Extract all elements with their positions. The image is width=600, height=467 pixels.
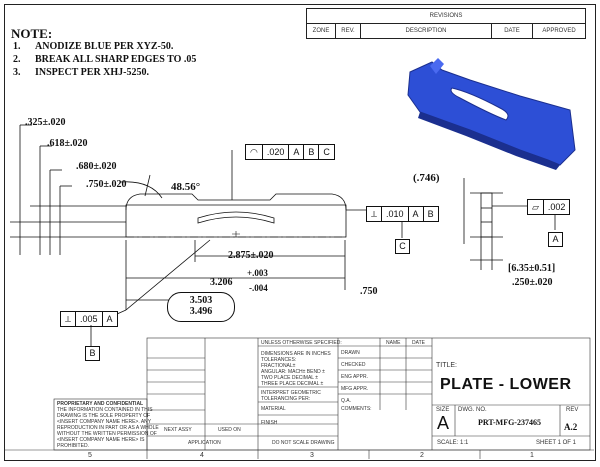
fcf-datum-ref: C (323, 147, 330, 157)
revisions-table: REVISIONS ZONE REV. DESCRIPTION DATE APP… (306, 8, 586, 39)
dim-3496: 3.496 (189, 306, 213, 317)
tolerancing-per: TOLERANCING PER: (261, 396, 311, 402)
dim-250: .250±.020 (512, 277, 553, 288)
tolerances-label: TOLERANCES: (261, 357, 297, 363)
dim-635: [6.35±0.51] (508, 263, 556, 274)
profile-icon: ◠ (246, 145, 263, 159)
zone-label: 1 (530, 452, 534, 459)
revisions-col-description: DESCRIPTION (360, 23, 492, 39)
zone-label: 4 (200, 452, 204, 459)
application-label: APPLICATION (188, 440, 221, 446)
perpendicularity-icon: ⟂ (367, 207, 383, 221)
dim-680: .680±.020 (76, 161, 117, 172)
front-view-slot (197, 211, 275, 224)
note-item: 3.INSPECT PER XHJ-5250. (13, 67, 149, 78)
used-on-label: USED ON (218, 427, 241, 433)
fcf-tolerance: .005 (76, 312, 103, 326)
dim-3503: 3.503 (189, 295, 213, 306)
revisions-col-approved: APPROVED (532, 23, 586, 39)
datum-b: B (85, 346, 100, 361)
proprietary-line: DRAWING IS THE SOLE PROPERTY OF (57, 413, 151, 419)
angular-tol: ANGULAR: MACH± BEND ± (261, 369, 325, 375)
next-assy-label: NEXT ASSY (164, 427, 192, 433)
fcf-profile: ◠ .020 A B C (245, 144, 335, 160)
datum-c: C (395, 239, 410, 254)
proprietary-line: REPRODUCTION IN PART OR AS A WHOLE (57, 425, 159, 431)
title-label: TITLE: (436, 362, 458, 369)
fcf-tolerance: .010 (382, 207, 409, 221)
proprietary-line: <INSERT COMPANY NAME HERE> IS (57, 437, 145, 443)
zone-label: 2 (420, 452, 424, 459)
dim-750: .750 (360, 286, 378, 297)
size-value: A (437, 413, 450, 433)
fcf-tolerance: .002 (547, 202, 566, 212)
iso-view-part (407, 58, 576, 170)
col-name: NAME (386, 340, 401, 346)
note-item: 1.ANODIZE BLUE PER XYZ-50. (13, 41, 174, 52)
flatness-icon: ▱ (528, 200, 544, 214)
front-view-outline (125, 193, 347, 211)
dim-2875: 2.875±.020 (228, 250, 274, 261)
fcf-perpendicularity-1: ⟂ .010 A B (366, 206, 439, 222)
col-date: DATE (412, 340, 425, 346)
drawing-sheet-border (4, 4, 596, 461)
dim-3206-plus: +.003 (247, 268, 268, 278)
three-place-tol: THREE PLACE DECIMAL ± (261, 381, 324, 387)
fcf-flatness: ▱ .002 (527, 199, 571, 215)
size-label: SIZE (436, 407, 450, 413)
limit-dim-box: 3.503 3.496 (167, 292, 235, 322)
dim-3206-minus: -.004 (249, 283, 268, 293)
drawn-label: DRAWN (341, 350, 360, 356)
fcf-perpendicularity-2: ⟂ .005 A (60, 311, 118, 327)
proprietary-title: PROPRIETARY AND CONFIDENTIAL (57, 401, 144, 407)
notes-title: NOTE: (11, 26, 53, 41)
proprietary-line: <INSERT COMPANY NAME HERE>. ANY (57, 419, 152, 425)
datum-a: A (548, 232, 563, 247)
two-place-tol: TWO PLACE DECIMAL ± (261, 375, 319, 381)
fcf-datum-ref: A (106, 314, 113, 324)
dim-3206: 3.206 (210, 277, 233, 288)
fcf-datum-ref: B (427, 209, 434, 219)
fcf-datum-ref: A (289, 145, 305, 159)
scale-label: SCALE: 1:1 (437, 440, 469, 446)
mfg-appr-label: MFG APPR. (341, 386, 369, 392)
dwg-number: PRT-MFG-237465 (478, 418, 541, 427)
dim-746: (.746) (413, 172, 440, 184)
interpret-geometric: INTERPRET GEOMETRIC (261, 390, 321, 396)
proprietary-line: PROHIBITED. (57, 443, 89, 449)
dim-618: .618±.020 (47, 138, 88, 149)
checked-label: CHECKED (341, 362, 366, 368)
perpendicularity-icon: ⟂ (61, 312, 77, 326)
proprietary-line: THE INFORMATION CONTAINED IN THIS (57, 407, 153, 413)
dim-325: .325±.020 (25, 117, 66, 128)
comments-label: COMMENTS: (341, 406, 372, 412)
proprietary-line: WITHOUT THE WRITTEN PERMISSION OF (57, 431, 157, 437)
fcf-tolerance: .020 (263, 145, 290, 159)
material-label: MATERIAL (261, 406, 286, 412)
fractional-tol: FRACTIONAL± (261, 363, 296, 369)
dim-750-tol: .750±.020 (86, 179, 127, 190)
dim-angle: 48.56° (171, 181, 201, 193)
revisions-col-date: DATE (491, 23, 533, 39)
proprietary-notice: PROPRIETARY AND CONFIDENTIAL THE INFORMA… (57, 401, 159, 449)
rev-label: REV (566, 407, 579, 413)
dims-in-inches: DIMENSIONS ARE IN INCHES (261, 351, 331, 357)
rev-value: A.2 (564, 422, 578, 432)
unless-specified: UNLESS OTHERWISE SPECIFIED: (261, 340, 342, 346)
fcf-datum-ref: A (409, 207, 424, 221)
do-not-scale-label: DO NOT SCALE DRAWING (272, 440, 335, 446)
dwg-no-label: DWG. NO. (458, 407, 487, 413)
zone-label: 3 (310, 452, 314, 459)
sheet-label: SHEET 1 OF 1 (536, 440, 576, 446)
fcf-datum-ref: B (304, 145, 320, 159)
note-item: 2.BREAK ALL SHARP EDGES TO .05 (13, 54, 197, 65)
zone-label: 5 (88, 452, 92, 459)
drawing-title: PLATE - LOWER (440, 376, 572, 393)
finish-label: FINISH (261, 420, 278, 426)
eng-appr-label: ENG APPR. (341, 374, 368, 380)
qa-label: Q.A. (341, 398, 352, 404)
